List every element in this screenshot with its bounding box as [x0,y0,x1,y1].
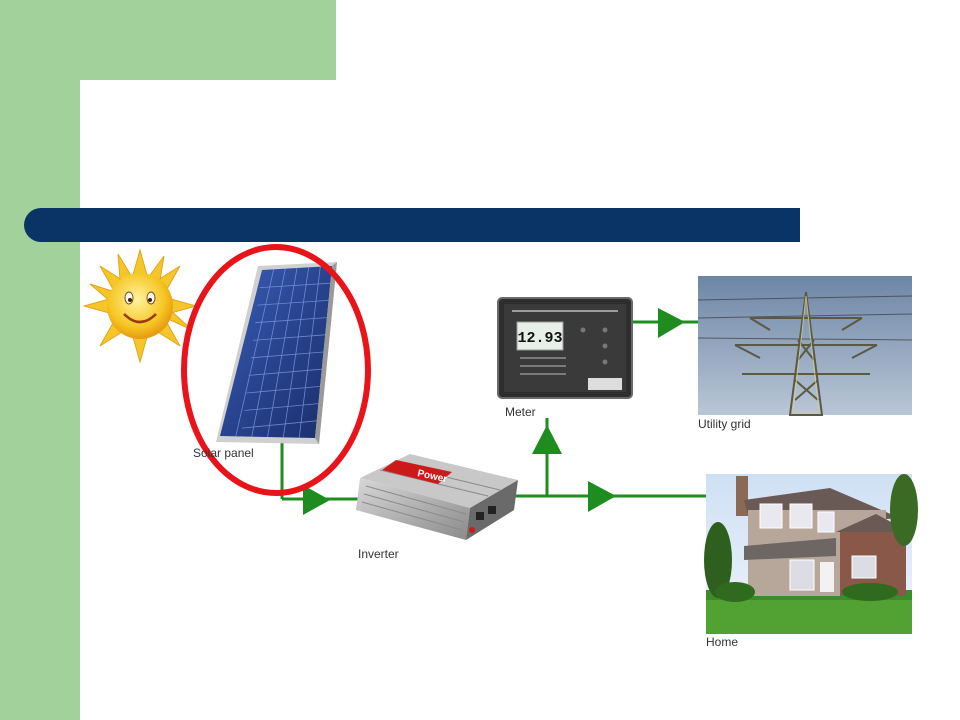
arrow-to-meter [532,425,562,454]
title-bar [24,208,800,242]
label-inverter: Inverter [358,547,399,561]
solar-panel-icon [216,262,337,444]
sun-icon [82,248,198,364]
meter-icon: 12.93 [497,297,633,399]
arrow-to-grid [658,308,685,338]
label-utility-grid: Utility grid [698,417,751,431]
meter-reading: 12.93 [517,330,562,347]
house-icon [704,474,918,634]
inverter-icon: Power [356,454,518,540]
label-home: Home [706,635,739,649]
highlight-ring [181,244,371,496]
transmission-tower-icon [697,276,913,416]
flow-lines [280,320,707,501]
arrow-to-home [588,481,616,512]
arrow-to-inverter [303,485,330,515]
label-solar-panel: Solar panel [193,446,254,460]
slide-accent-left [0,0,80,720]
label-meter: Meter [505,405,536,419]
flow-arrows [303,308,685,515]
